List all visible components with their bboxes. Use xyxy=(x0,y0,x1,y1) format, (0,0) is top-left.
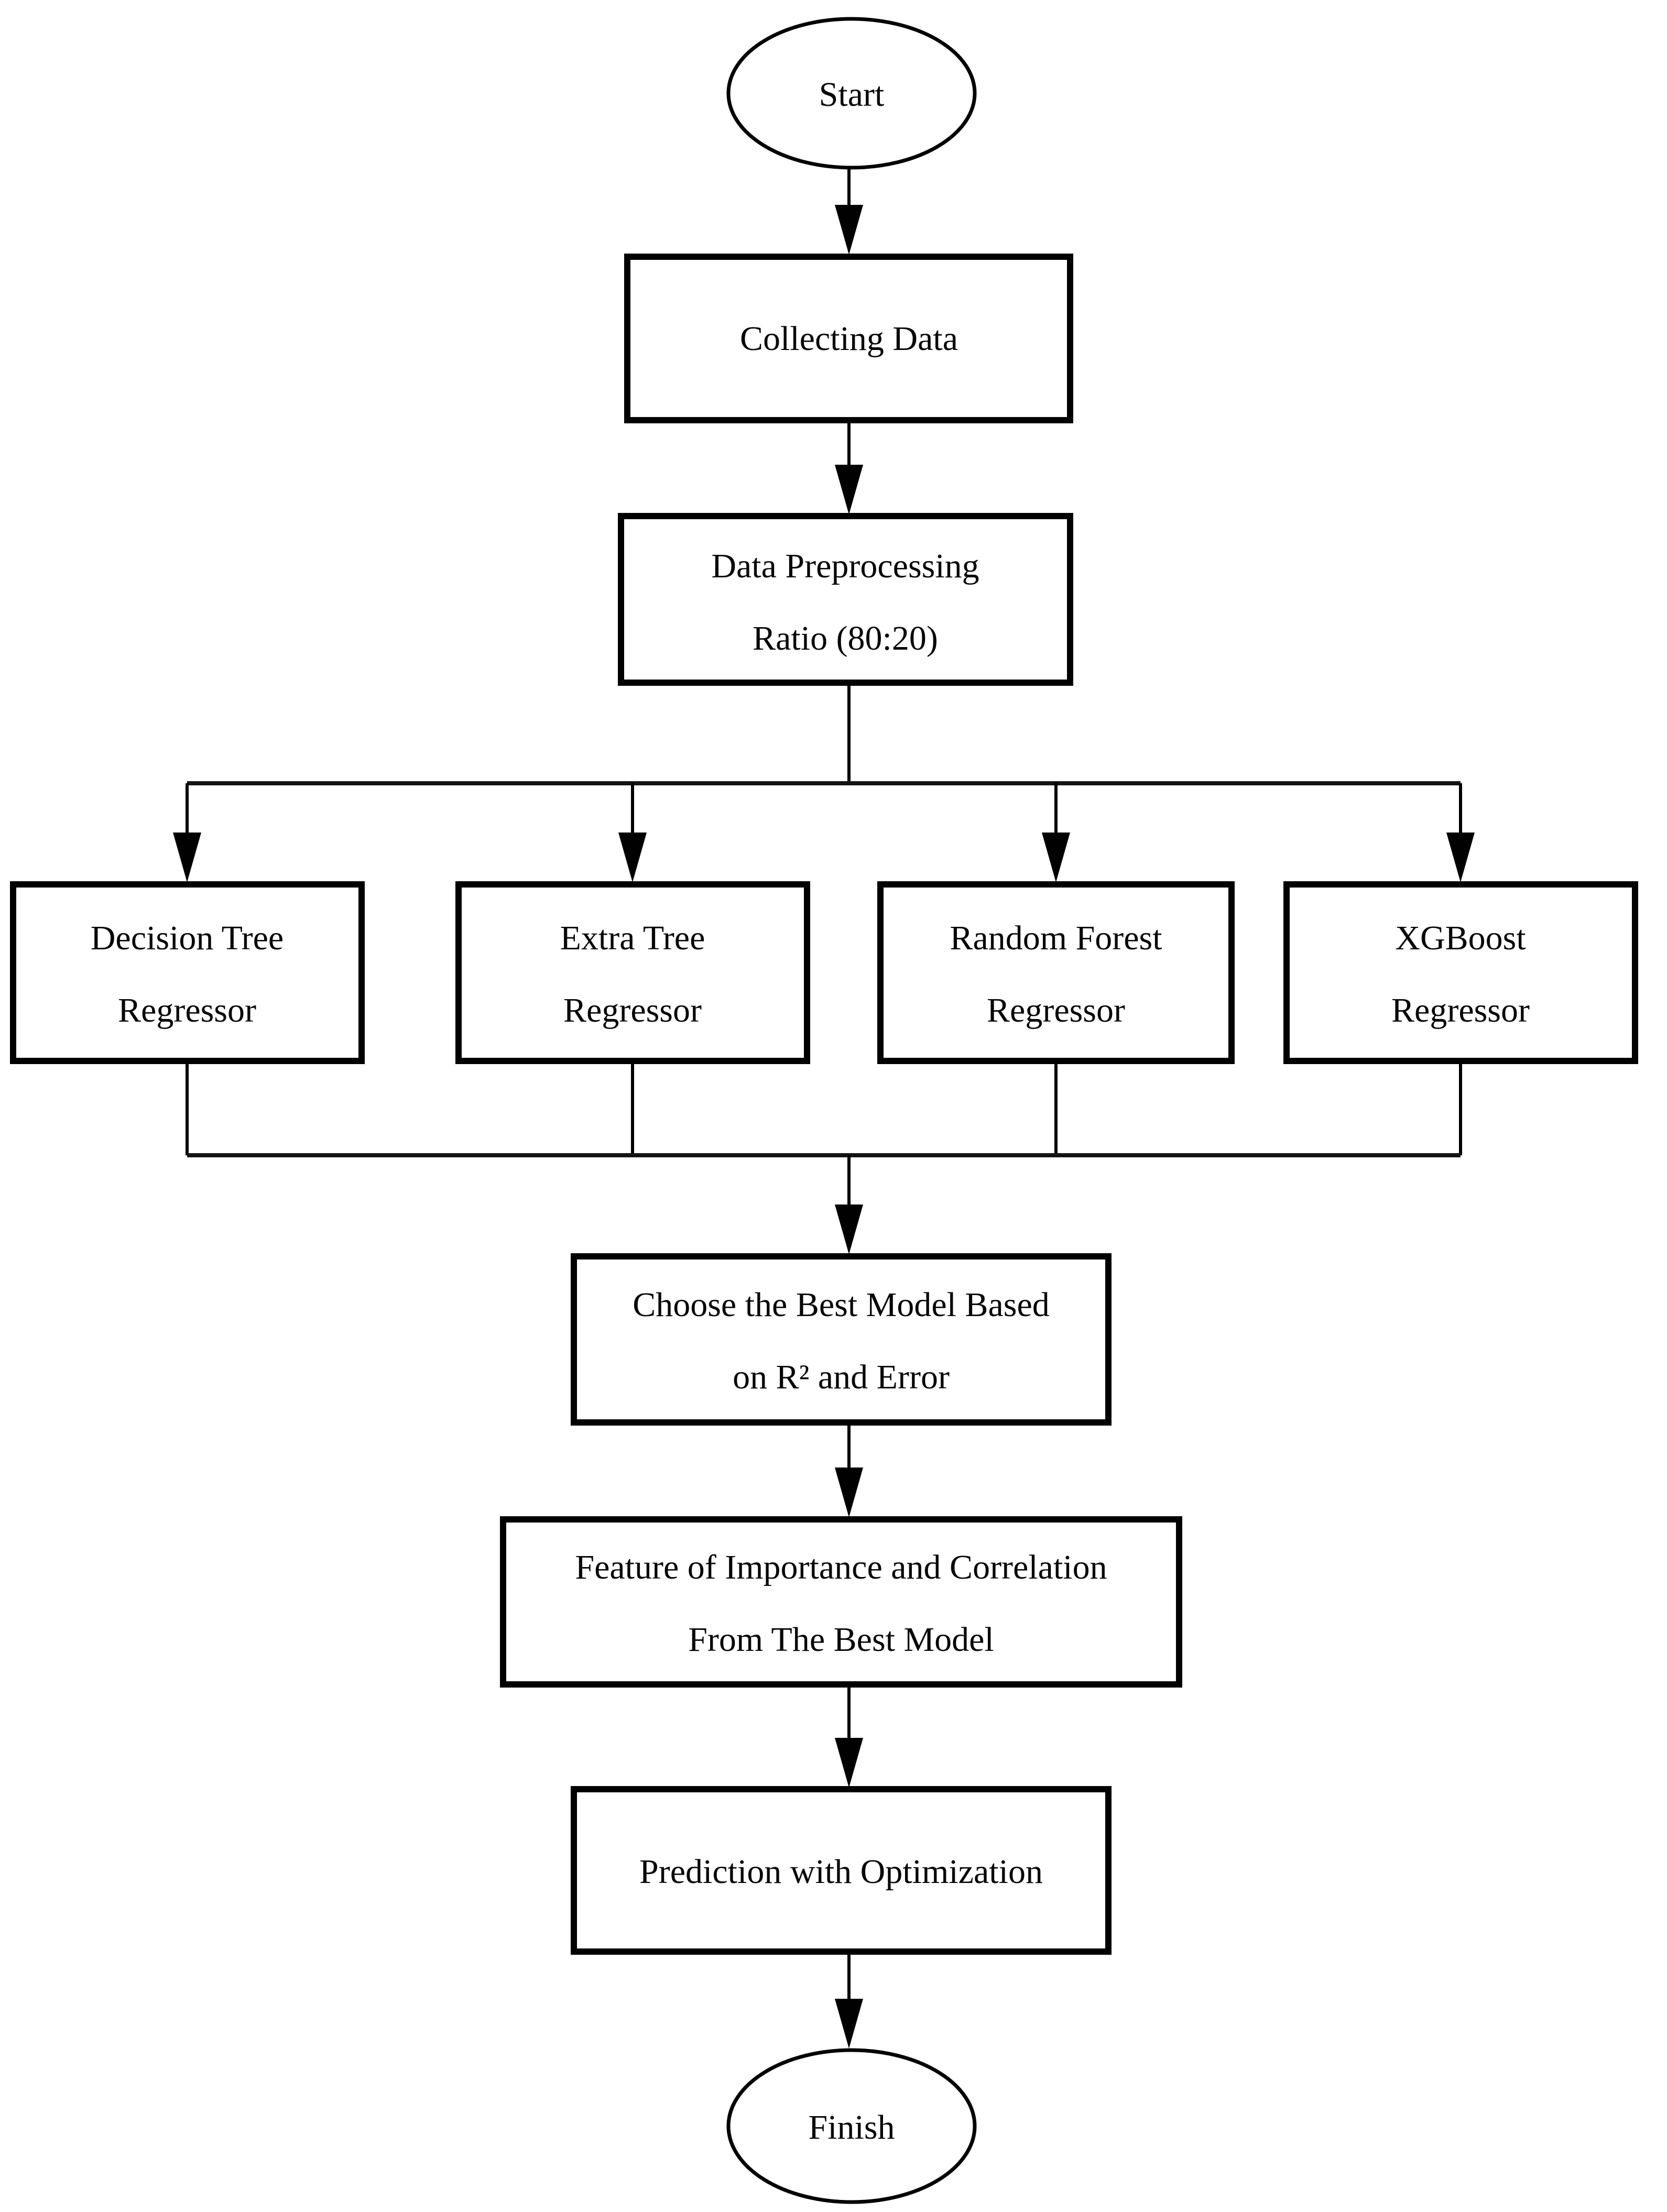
random-forest-regressor-box: Random Forest Regressor xyxy=(877,881,1235,1064)
finish-terminator: Finish xyxy=(726,2048,977,2204)
feature-importance-label-line1: Feature of Importance and Correlation xyxy=(575,1548,1107,1586)
xgboost-label-line1: XGBoost xyxy=(1395,919,1526,957)
data-preprocessing-label-line2: Ratio (80:20) xyxy=(753,619,938,658)
choose-best-model-label-line1: Choose the Best Model Based xyxy=(633,1286,1050,1324)
start-terminator: Start xyxy=(726,17,977,170)
decision-tree-label-line2: Regressor xyxy=(118,991,256,1030)
choose-best-model-label-line2: on R² and Error xyxy=(733,1358,950,1396)
extra-tree-label-line1: Extra Tree xyxy=(560,919,705,957)
random-forest-label-line2: Regressor xyxy=(987,991,1125,1030)
xgboost-regressor-box: XGBoost Regressor xyxy=(1283,881,1638,1064)
arrow-choose-to-feature xyxy=(835,1422,863,1517)
finish-label: Finish xyxy=(808,2108,895,2147)
arrow-collecting-to-preprocessing xyxy=(835,421,863,514)
choose-best-model-box: Choose the Best Model Based on R² and Er… xyxy=(571,1253,1112,1426)
random-forest-label-line1: Random Forest xyxy=(950,919,1162,957)
extra-tree-label-line2: Regressor xyxy=(563,991,702,1030)
arrow-feature-to-prediction xyxy=(835,1685,863,1788)
prediction-optimization-box: Prediction with Optimization xyxy=(571,1786,1112,1955)
branch-split-connector xyxy=(173,683,1475,882)
decision-tree-label-line1: Decision Tree xyxy=(91,919,284,957)
start-label: Start xyxy=(819,75,885,114)
arrow-prediction-to-finish xyxy=(835,1953,863,2049)
feature-importance-label-line2: From The Best Model xyxy=(688,1620,994,1659)
extra-tree-regressor-box: Extra Tree Regressor xyxy=(455,881,810,1064)
arrow-start-to-collecting xyxy=(835,169,863,255)
data-preprocessing-label-line1: Data Preprocessing xyxy=(711,547,979,585)
xgboost-label-line2: Regressor xyxy=(1391,991,1530,1030)
prediction-optimization-label: Prediction with Optimization xyxy=(639,1853,1043,1891)
branch-merge-connector xyxy=(186,1061,1462,1254)
collecting-data-box: Collecting Data xyxy=(624,254,1073,423)
data-preprocessing-box: Data Preprocessing Ratio (80:20) xyxy=(618,513,1073,686)
collecting-data-label: Collecting Data xyxy=(740,320,958,358)
decision-tree-regressor-box: Decision Tree Regressor xyxy=(10,881,365,1064)
feature-importance-box: Feature of Importance and Correlation Fr… xyxy=(500,1516,1182,1688)
